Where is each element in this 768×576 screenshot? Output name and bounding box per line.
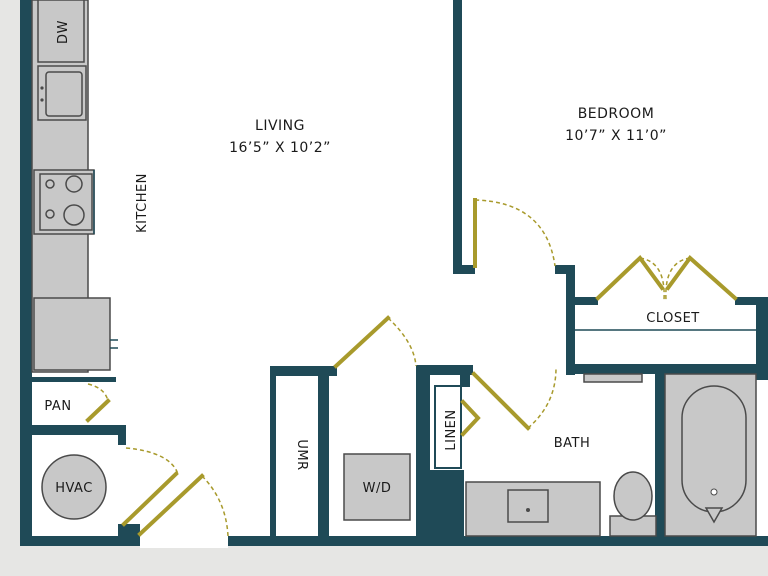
washer-dryer (343, 453, 411, 521)
kitchen-sink-basin (45, 71, 83, 117)
umr-label: UMR (294, 439, 309, 470)
hvac-label: HVAC (55, 481, 93, 496)
towel-bar-box (583, 373, 643, 383)
closet-label: CLOSET (646, 311, 700, 326)
wall-south-1 (20, 536, 140, 546)
wall-pantry-north (20, 377, 116, 382)
wall-tub-west (655, 374, 665, 536)
wall-closet-west (566, 265, 575, 375)
bath-door (471, 371, 531, 431)
kitchen-counter: DW (31, 0, 118, 373)
wall-linen-post (460, 365, 470, 387)
wall-bedroom-west (453, 0, 462, 274)
hvac-door-swing (125, 447, 179, 475)
wall-bedroom-stub (453, 265, 475, 274)
burner-2 (65, 175, 83, 193)
wall-closet-top-right (735, 297, 768, 305)
wd-door (333, 315, 391, 369)
hvac-door (121, 471, 179, 527)
dishwasher (37, 0, 85, 63)
wall-south-2 (228, 536, 768, 546)
pantry-door-swing (87, 383, 109, 402)
toilet-bowl (613, 471, 653, 521)
dishwasher-label: DW (56, 20, 71, 44)
linen-label: LINEN (444, 409, 459, 450)
wall-bedroom-stub-2 (555, 265, 575, 274)
linen-closet (434, 385, 462, 469)
wall-hvac-north (20, 425, 126, 435)
kitchen-label: KITCHEN (135, 173, 150, 233)
bedroom-door-swing (474, 199, 556, 267)
burner-3 (45, 209, 55, 219)
entry-door (137, 473, 205, 537)
burner-4 (63, 204, 85, 226)
hvac-unit (41, 454, 107, 520)
wd-door-swing (387, 317, 417, 367)
wall-bath-pier (430, 470, 464, 546)
refrigerator (33, 297, 111, 371)
living-dims: 16’5” X 10’2” (229, 140, 331, 156)
bedroom-name: BEDROOM (578, 106, 655, 122)
wall-linen-west (416, 365, 430, 546)
vanity-drain (526, 508, 530, 512)
wall-umr-north (270, 366, 337, 376)
living-name: LIVING (255, 118, 305, 134)
pantry-door (85, 398, 111, 423)
bedroom-dims: 10’7” X 11’0” (565, 128, 667, 144)
closet-swing-left (639, 257, 665, 301)
wall-bath-north (566, 364, 768, 374)
wall-closet-top-left (566, 297, 598, 305)
bath-label: BATH (554, 436, 591, 451)
tub-spout (704, 507, 724, 524)
entry-threshold (140, 538, 228, 548)
wall-linen-north (416, 365, 473, 375)
wall-east (756, 300, 768, 380)
closet-swing-right (665, 257, 691, 301)
wall-umr-west (270, 366, 276, 546)
tub-drain (710, 488, 718, 496)
wall-hvac-post (118, 425, 126, 445)
linen-door (460, 399, 481, 437)
washer-dryer-label: W/D (363, 481, 392, 496)
wall-umr-wd (318, 366, 329, 546)
wall-hvac-jamb (118, 524, 140, 546)
sink-tap-left (40, 86, 44, 90)
burner-1 (45, 179, 55, 189)
vanity-sink (507, 489, 549, 523)
sink-tap-right (40, 98, 44, 102)
pantry-label: PAN (44, 399, 71, 414)
walls (20, 0, 768, 546)
wall-west (20, 0, 32, 546)
